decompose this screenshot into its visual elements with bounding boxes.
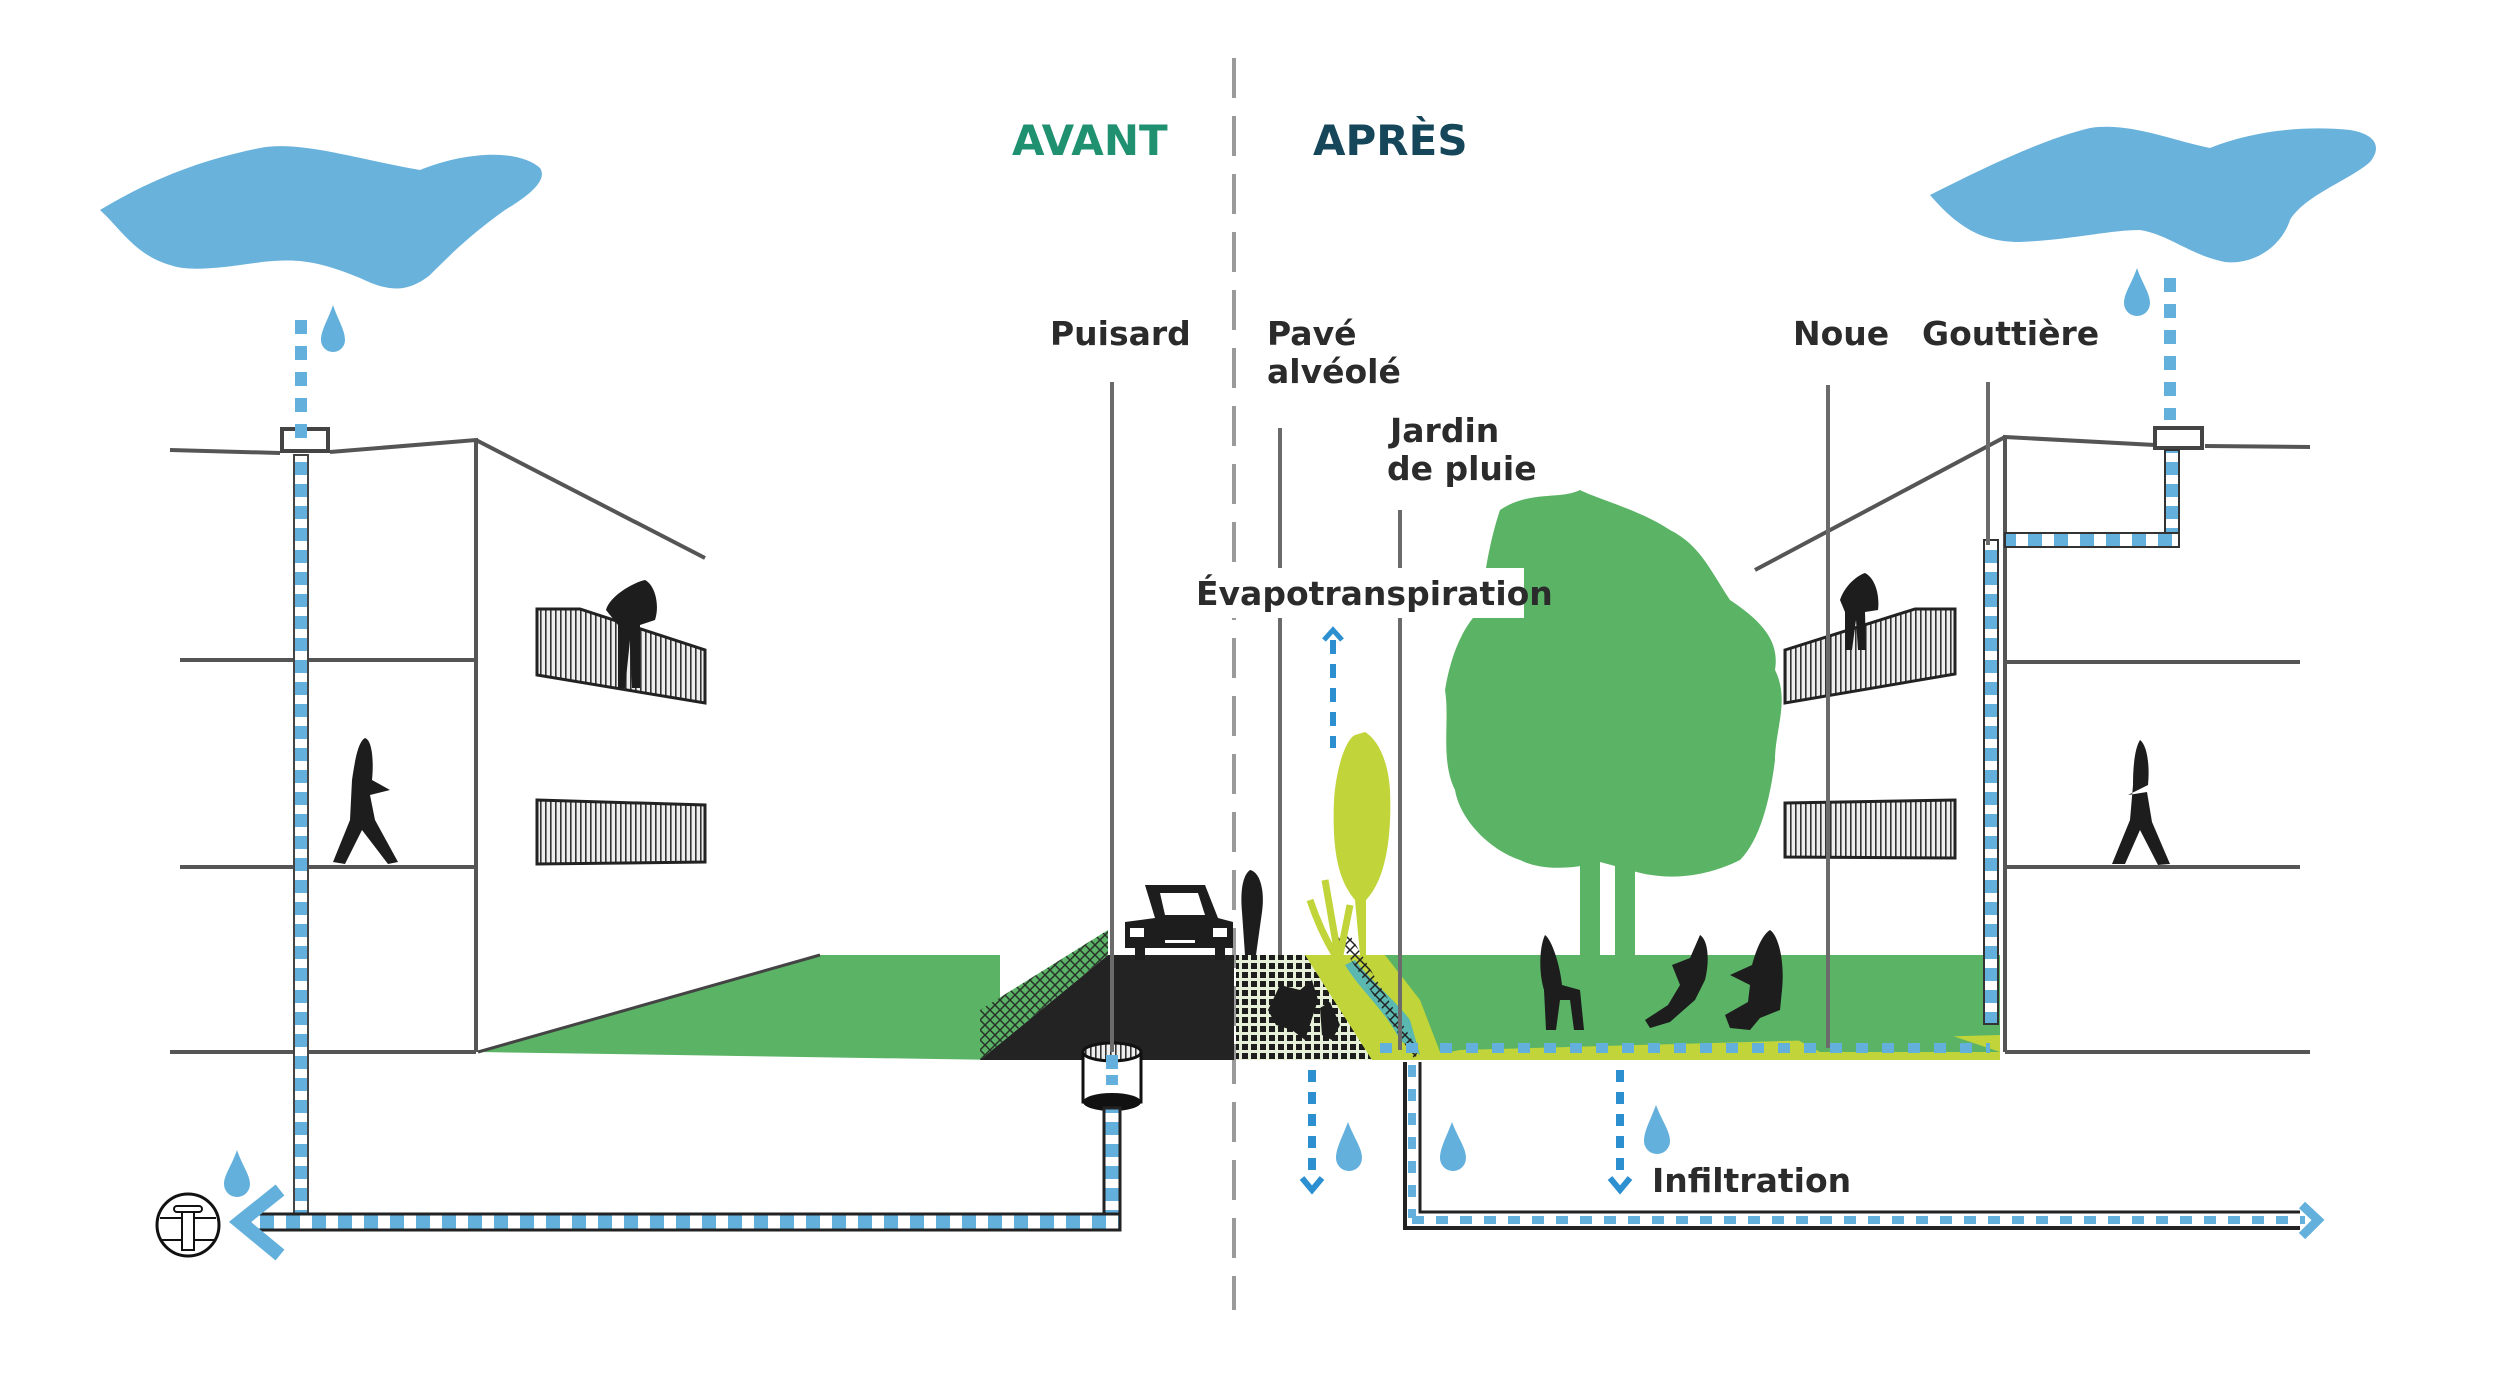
- down-arrow-icon: [1299, 1176, 1325, 1195]
- person-icon: [1268, 980, 1340, 1040]
- person-icon: [606, 580, 657, 688]
- section-title-before: AVANT: [1012, 116, 1168, 165]
- water-drop-icon: [321, 305, 345, 352]
- car-icon: [1125, 885, 1233, 960]
- sewer-outlet-icon: [155, 1192, 221, 1258]
- water-drop-icon: [224, 1150, 250, 1197]
- label-background: [1192, 568, 1524, 618]
- balcony: [1783, 607, 1957, 705]
- cloud-icon: [1930, 126, 2376, 263]
- water-drop-icon: [1644, 1105, 1670, 1154]
- lawn-slope: [1640, 955, 2000, 1052]
- person-icon: [333, 738, 398, 864]
- up-arrow-icon: [1322, 626, 1344, 642]
- outflow-arrow-icon: [228, 1184, 285, 1261]
- section-title-after: APRÈS: [1313, 115, 1468, 165]
- label-pave-alveole: Pavé: [1267, 314, 1356, 353]
- road-asphalt: [980, 955, 1234, 1060]
- person-icon: [1725, 930, 1783, 1030]
- label-infiltration: Infiltration: [1652, 1161, 1851, 1200]
- downspout: [1983, 539, 1999, 1025]
- label-pave-alveole-2: alvéolé: [1267, 352, 1401, 391]
- label-noue: Noue: [1793, 314, 1889, 353]
- downpipe: [293, 454, 309, 1216]
- down-arrow-icon: [1607, 1176, 1633, 1195]
- balcony: [535, 798, 707, 866]
- balcony: [1783, 798, 1957, 860]
- label-evapotranspiration: Évapotranspiration: [1196, 573, 1553, 613]
- reed-plant: [1306, 879, 1354, 957]
- tree-icon: [1445, 490, 1782, 955]
- tree-icon: [1333, 732, 1391, 955]
- grass-slope: [478, 955, 1000, 1060]
- person-icon: [2112, 740, 2170, 865]
- label-puisard: Puisard: [1050, 314, 1191, 353]
- label-gouttiere: Gouttière: [1922, 314, 2099, 353]
- gutter-pipe: [2164, 449, 2180, 541]
- person-icon: [1540, 935, 1584, 1030]
- cloud-icon: [100, 146, 542, 289]
- sewer-pipe: [248, 1212, 1122, 1232]
- left-building: [169, 427, 707, 1054]
- drainage-pipe: [1403, 1062, 2300, 1230]
- person-icon: [1241, 870, 1263, 955]
- outflow-arrow-icon: [2298, 1201, 2325, 1240]
- person-icon: [1840, 573, 1879, 650]
- person-icon: [1645, 935, 1708, 1028]
- label-jardin-de-pluie-2: de pluie: [1387, 449, 1537, 488]
- sewer-pipe: [1102, 1106, 1122, 1230]
- gutter-pipe: [2004, 532, 2180, 548]
- water-drop-icon: [1336, 1122, 1362, 1171]
- label-jardin-de-pluie: Jardin: [1388, 411, 1499, 450]
- water-drop-icon: [2124, 268, 2150, 316]
- catch-basin: [1081, 1041, 1143, 1111]
- water-drop-icon: [1440, 1122, 1466, 1171]
